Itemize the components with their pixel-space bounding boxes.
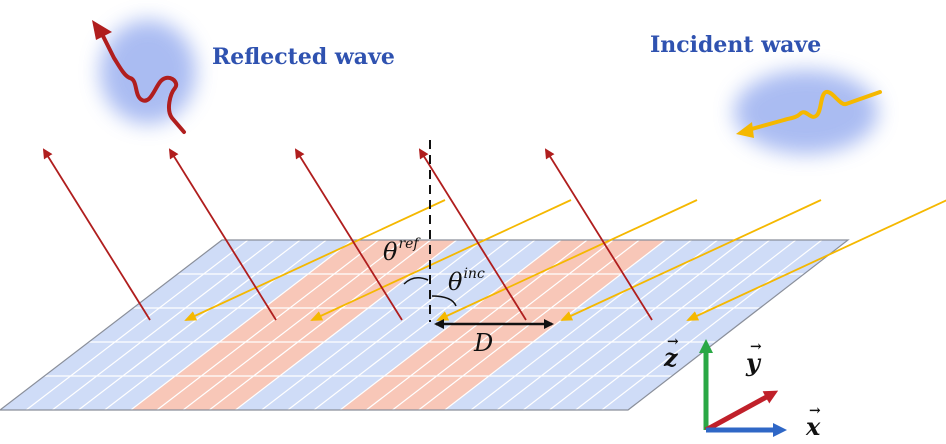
theta-inc-arc <box>431 295 457 307</box>
reflected-rays <box>42 148 653 321</box>
z-axis-letter: z <box>664 343 678 372</box>
grid-line <box>261 239 484 411</box>
grid-line <box>78 239 301 411</box>
grid-line <box>470 239 692 411</box>
blue-cell-column <box>601 240 848 410</box>
blue-cell-column <box>471 240 718 410</box>
grid-line <box>496 239 718 411</box>
incident-ray <box>436 199 698 321</box>
reflected-ray <box>418 148 527 321</box>
grid-line <box>182 239 405 411</box>
theta-ref-superscript: ref <box>398 236 419 252</box>
grid-line <box>51 239 275 411</box>
blue-cell-column <box>523 240 770 410</box>
grid-line <box>549 239 771 411</box>
reflected-ray <box>42 148 151 321</box>
blue-cell-column <box>235 240 483 410</box>
y-axis-arrow <box>704 390 779 433</box>
blue-cell-column <box>575 240 822 410</box>
incident-rays <box>184 199 946 321</box>
blue-cell-column <box>549 240 796 410</box>
blue-cell-column <box>287 240 535 410</box>
period-label: D <box>474 329 494 357</box>
grid-line <box>444 239 666 411</box>
theta-inc-superscript: inc <box>463 266 485 282</box>
grid-line <box>156 239 379 411</box>
theta-ref-label: θref <box>383 236 419 266</box>
x-vector-mark: → <box>809 403 821 419</box>
grid-line <box>601 239 823 411</box>
blue-cell-column <box>261 240 509 410</box>
blue-cell-column <box>497 240 744 410</box>
blue-cell-column <box>78 240 327 410</box>
grid-line <box>130 239 353 411</box>
blue-cell-column <box>26 240 275 410</box>
grid-line <box>575 239 797 411</box>
grid-line <box>235 239 458 411</box>
incident-wave-icon <box>734 70 882 154</box>
reflected-wave-icon <box>92 20 196 134</box>
x-axis-letter: x <box>806 412 821 441</box>
surface-outline <box>0 239 850 411</box>
blue-cell-column <box>104 240 353 410</box>
incident-ray <box>560 199 822 321</box>
blue-cell-column <box>0 240 249 410</box>
z-axis-label: →z <box>664 334 679 372</box>
incident-ray <box>686 199 946 321</box>
incident-ray <box>310 199 572 321</box>
y-vector-mark: → <box>750 339 762 355</box>
metasurface-plane <box>0 239 850 411</box>
reflected-wave-title: Reflected wave <box>212 44 395 70</box>
grid-line <box>313 239 536 411</box>
reflected-ray <box>544 148 653 321</box>
theta-ref-symbol: θ <box>383 238 398 266</box>
z-vector-mark: → <box>667 334 679 350</box>
reflected-ray <box>294 148 403 321</box>
y-axis-letter: y <box>746 348 760 377</box>
pink-cell-column <box>157 240 405 410</box>
grid-line <box>522 239 745 411</box>
grid-line <box>287 239 510 411</box>
y-axis-label: →y <box>746 339 762 377</box>
grid-line <box>104 239 327 411</box>
theta-inc-symbol: θ <box>448 268 463 296</box>
pink-cell-column <box>130 240 379 410</box>
reflected-ray <box>168 148 277 321</box>
blue-cell-column <box>52 240 301 410</box>
theta-inc-label: θinc <box>448 266 485 296</box>
theta-ref-arc <box>403 277 429 285</box>
grid-line <box>25 239 249 411</box>
blue-cell-column <box>444 240 692 410</box>
pink-cell-column <box>183 240 431 410</box>
x-axis-label: →x <box>806 403 821 441</box>
incident-wave-title: Incident wave <box>650 32 822 58</box>
grid-line <box>208 239 432 411</box>
incident-ray <box>184 199 446 321</box>
